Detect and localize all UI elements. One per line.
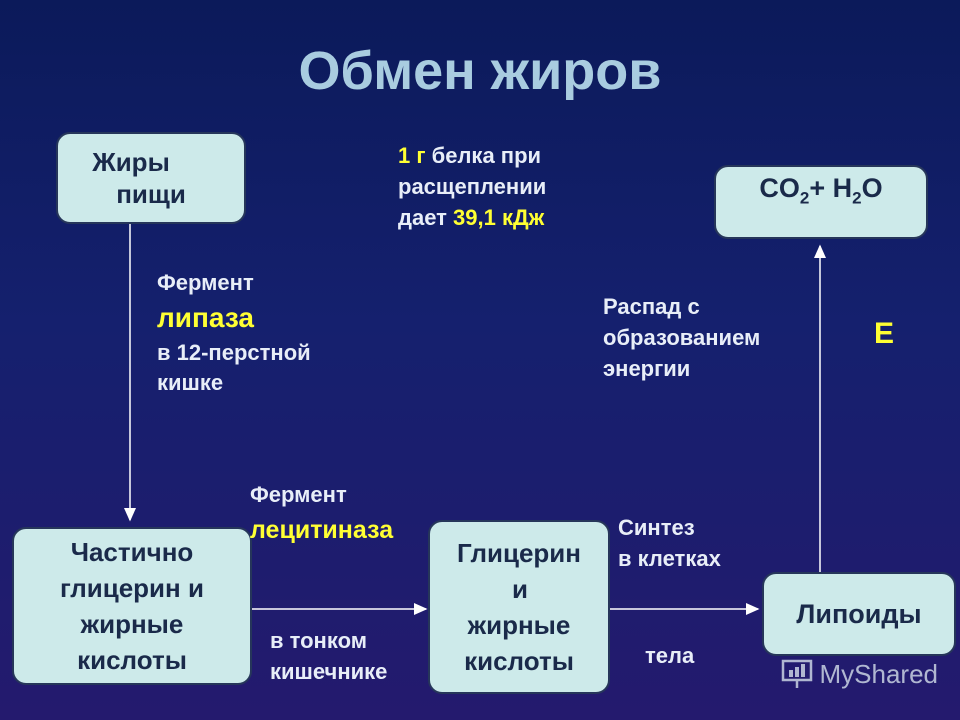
lipase-enzyme: липаза [157, 302, 254, 333]
energy-note: 1 г белка при расщеплении дает 39,1 кДж [398, 143, 547, 230]
presentation-icon [781, 659, 812, 688]
watermark: MyShared [780, 658, 939, 690]
food-fats-box: Жиры пищи [56, 132, 246, 224]
lecithinase-enzyme: лецитиназа [250, 516, 394, 544]
box-line: Частично [70, 537, 194, 567]
lecithinase-label: Фермент лецитиназа [250, 480, 393, 550]
synthesis-label: Синтез в клетках [618, 515, 721, 571]
energy-note-amount: 1 г [398, 143, 426, 168]
glycerol-box: Глицерин и жирные кислоты [428, 520, 610, 694]
box-line: кислоты [464, 646, 574, 676]
co2-h2o-formula: CO2+ H2O [759, 173, 883, 208]
box-line: кислоты [77, 645, 187, 675]
box-line: глицерин и [60, 573, 204, 603]
energy-symbol: Е [874, 317, 895, 350]
partial-box: Частично глицерин и жирные кислоты [12, 527, 252, 685]
box-line: жирные [80, 609, 184, 639]
box-line: и [512, 574, 528, 604]
box-line: жирные [467, 610, 571, 640]
breakdown-label: Распад с образованием энергии [603, 294, 761, 381]
lipoids-box: Липоиды [762, 572, 956, 656]
intestine-label: в тонком кишечнике [270, 628, 388, 684]
energy-note-value: 39,1 кДж [453, 205, 545, 230]
lipase-label: Фермент липаза в 12-перстной кишке [157, 270, 311, 395]
bodies-label: тела [645, 643, 695, 668]
box-line: Жиры [92, 147, 170, 177]
page-title: Обмен жиров [298, 41, 662, 101]
box-line: Глицерин [457, 538, 581, 568]
products-box: CO2+ H2O [714, 165, 928, 239]
watermark-text: MyShared [819, 658, 939, 689]
box-line: пищи [116, 179, 186, 209]
box-line: Липоиды [796, 598, 922, 629]
